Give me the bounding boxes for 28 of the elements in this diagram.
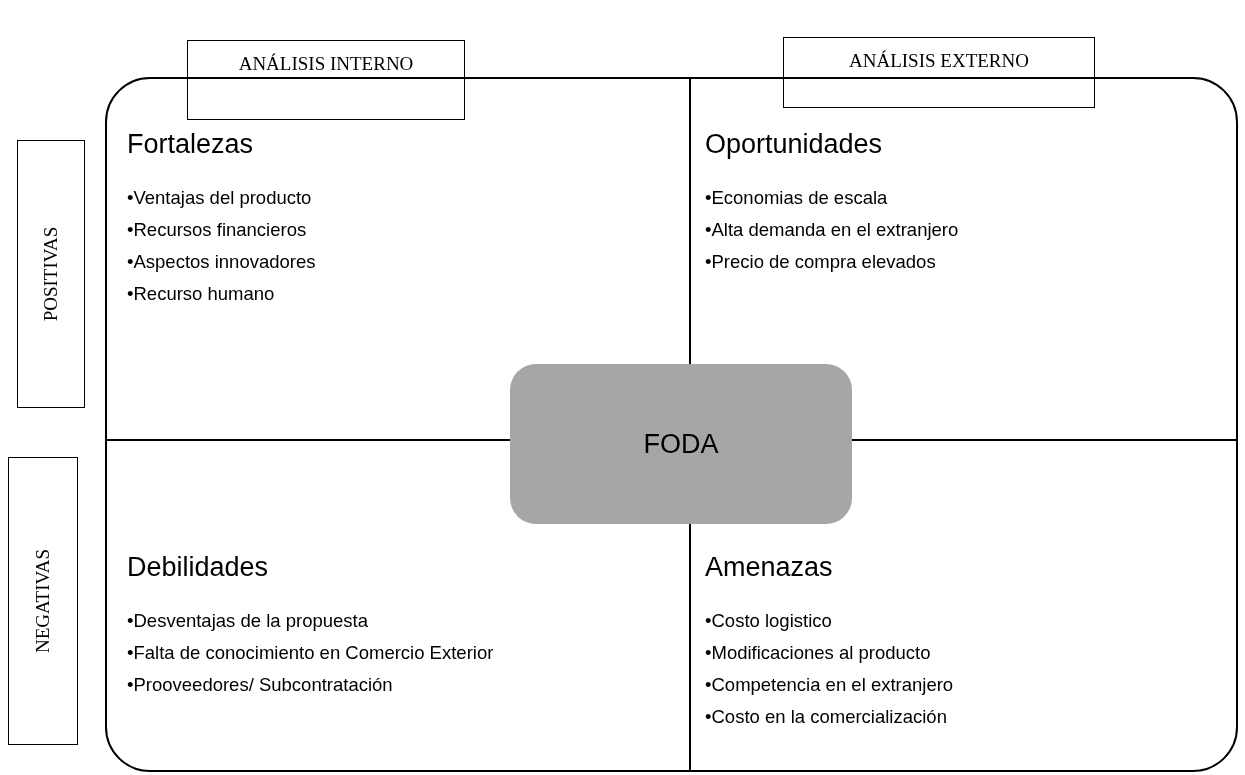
row-header-box [8,457,78,745]
bullet-item: •Economias de escala [705,186,888,209]
bullet-item: •Precio de compra elevados [705,250,936,273]
header-text: ANÁLISIS INTERNO [238,53,414,75]
bullet-item: •Desventajas de la propuesta [127,609,368,632]
quadrant-heading: Amenazas [705,552,833,583]
bullet-item: •Aspectos innovadores [127,250,316,273]
quadrant-heading: Oportunidades [705,129,883,160]
bullet-item: •Costo logistico [705,609,832,632]
bullet-item: •Prooveedores/ Subcontratación [127,673,393,696]
quadrant-heading: Fortalezas [127,129,254,160]
rounded-frame [105,77,1238,772]
column-header-box [783,37,1095,108]
quadrant-heading: Debilidades [127,552,269,583]
bullet-item: •Recursos financieros [127,218,307,241]
header-text: ANÁLISIS EXTERNO [849,50,1029,72]
center-box: FODA [510,364,852,524]
bullet-item: •Recurso humano [127,282,275,305]
bullet-item: •Costo en la comercialización [705,705,947,728]
bullet-item: •Ventajas del producto [127,186,312,209]
column-header-box [187,40,465,120]
bullet-item: •Falta de conocimiento en Comercio Exterior [127,641,494,664]
bullet-item: •Competencia en el extranjero [705,673,954,696]
header-text: POSITIVAS [40,226,62,322]
bullet-item: •Alta demanda en el extranjero [705,218,959,241]
row-header-box [17,140,85,408]
header-text: NEGATIVAS [32,548,54,654]
bullet-item: •Modificaciones al producto [705,641,931,664]
